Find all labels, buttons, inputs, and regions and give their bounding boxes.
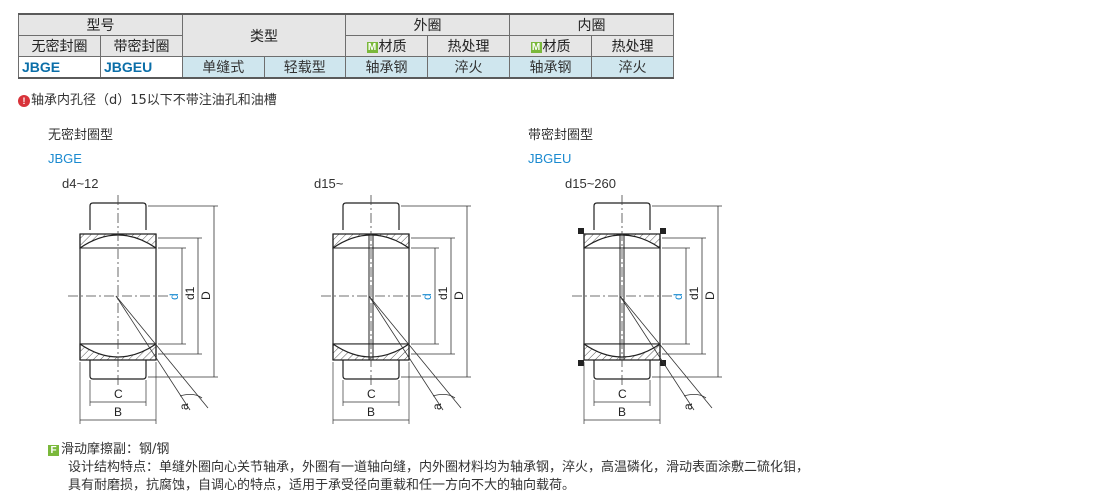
type-b: 轻载型 [263,56,346,79]
angle-arc [432,394,456,399]
seal-mark [578,228,584,234]
inner-material: 轴承钢 [509,56,592,79]
angle-arc [683,394,707,399]
label-D: D [703,291,717,300]
header-model: 型号 [18,13,183,36]
col-inner-heat: 热处理 [591,35,674,57]
seal-mark [578,360,584,366]
header-inner: 内圈 [509,13,674,36]
seal-mark [660,228,666,234]
outer-heat: 淬火 [427,56,510,79]
angle-line-1 [368,295,444,411]
header-type: 类型 [182,13,346,57]
label-C: C [367,387,376,401]
note-text: 轴承内孔径（d）15以下不带注油孔和油槽 [31,93,277,108]
label-B: B [367,405,375,419]
material-badge-icon: M [530,42,542,53]
label-d: d [671,293,685,300]
angle-line-1 [619,295,695,411]
seal-mark [660,360,666,366]
col-with-seal: 带密封圈 [100,35,183,57]
label-d: d [420,293,434,300]
material-badge-icon: M [366,42,378,53]
angle-line-1 [115,295,191,411]
note: !轴承内孔径（d）15以下不带注油孔和油槽 [18,89,277,108]
code-with-seal[interactable]: JBGEU [100,56,183,79]
angle-line-2 [619,295,713,409]
label-d1: d1 [183,286,197,300]
model-no-seal: JBGE [48,151,82,166]
heading-with-seal: 带密封圈型 [528,128,594,143]
fig3-range: d15~260 [565,176,616,191]
angle-line-2 [368,295,462,409]
label-D: D [452,291,466,300]
header-outer: 外圈 [345,13,510,36]
angle-line-2 [115,295,209,409]
label-d1: d1 [687,286,701,300]
model-with-seal: JBGEU [528,151,572,166]
design-features-line1: 设计结构特点：单缝外圈向心关节轴承，外圈有一道轴向缝，内外圈材料均为轴承钢，淬火… [68,460,810,475]
label-a: a [177,403,191,410]
label-B: B [114,405,122,419]
feature-badge-icon: F [48,445,59,456]
warning-icon: ! [18,95,30,107]
label-a: a [430,403,444,410]
col-no-seal: 无密封圈 [18,35,101,57]
design-features-line2: 具有耐磨损，抗腐蚀，自调心的特点，适用于承受径向重载和任一方向不大的轴向载荷。 [68,478,576,493]
label-a: a [681,403,695,410]
inner-heat: 淬火 [591,56,674,79]
label-B: B [618,405,626,419]
fig1-range: d4~12 [62,176,99,191]
fig2-range: d15~ [314,176,344,191]
label-C: C [114,387,123,401]
label-C: C [618,387,627,401]
label-d1: d1 [436,286,450,300]
outer-material: 轴承钢 [345,56,428,79]
label-d: d [167,293,181,300]
heading-no-seal: 无密封圈型 [48,128,114,143]
angle-arc [179,394,203,399]
type-a: 单缝式 [182,56,265,79]
label-D: D [199,291,213,300]
